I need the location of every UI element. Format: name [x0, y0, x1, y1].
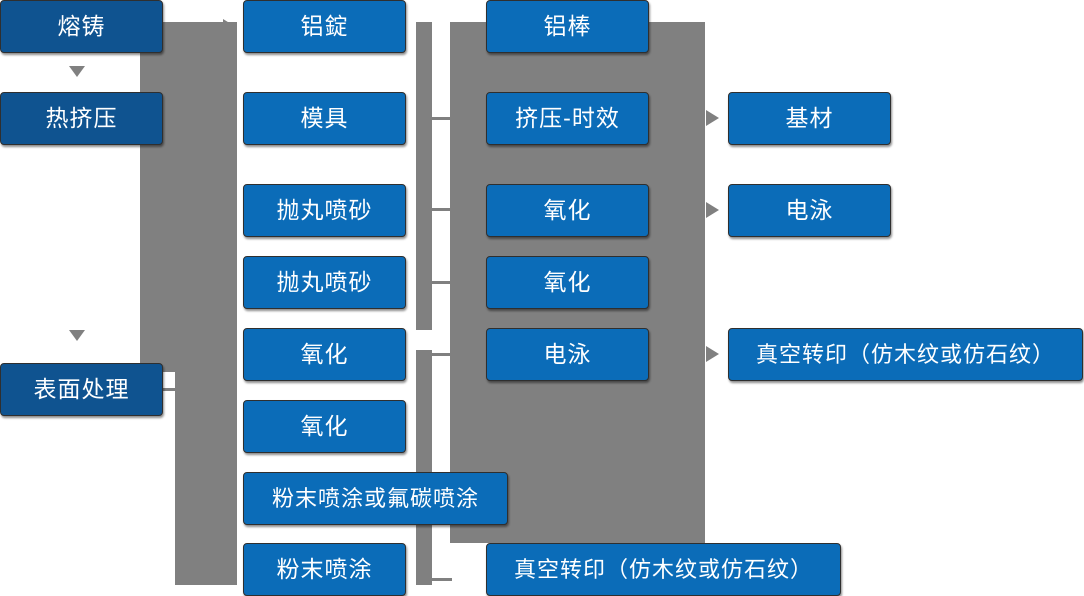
stage-node-melt-cast[interactable]: 熔铸: [0, 0, 163, 53]
output-node-substrate[interactable]: 基材: [728, 92, 891, 145]
process-node-oxidation-1[interactable]: 氧化: [486, 184, 649, 237]
connector-arrow-step-2: [223, 110, 236, 126]
connector-arrow-step-4: [223, 274, 236, 290]
output-node-electrophoresis[interactable]: 电泳: [728, 184, 891, 237]
step-node-shot-blast-1[interactable]: 抛丸喷砂: [243, 184, 406, 237]
stage-node-surface-treatment[interactable]: 表面处理: [0, 363, 163, 416]
connector-arrow-down-melt: [69, 66, 85, 77]
connector-arrow-step-8: [223, 562, 236, 578]
connector-tick-2: [432, 208, 452, 211]
step-node-die[interactable]: 模具: [243, 92, 406, 145]
process-node-aluminum-bar[interactable]: 铝棒: [486, 0, 649, 53]
connector-tick-5: [432, 578, 452, 581]
step-node-ingot[interactable]: 铝錠: [243, 0, 406, 53]
connector-arrow-down-extrude: [69, 330, 85, 341]
connector-surface-stub: [163, 388, 185, 391]
connector-tick-3: [432, 281, 452, 284]
process-node-oxidation-2[interactable]: 氧化: [486, 256, 649, 309]
connector-step-rail-upper: [416, 22, 432, 330]
output-node-vacuum-transfer[interactable]: 真空转印（仿木纹或仿石纹）: [728, 328, 1083, 381]
step-node-shot-blast-2[interactable]: 抛丸喷砂: [243, 256, 406, 309]
connector-arrow-step-7: [223, 490, 236, 506]
stage-node-hot-extrude[interactable]: 热挤压: [0, 92, 163, 145]
connector-arrow-step-1: [223, 19, 236, 35]
connector-arrow-step-3: [223, 202, 236, 218]
connector-arrow-output-2: [706, 202, 719, 218]
connector-arrow-output-3: [706, 346, 719, 362]
connector-step-rail-lower: [416, 350, 432, 585]
connector-arrow-step-5: [223, 346, 236, 362]
connector-arrow-output-1: [706, 110, 719, 126]
connector-tick-1: [432, 117, 452, 120]
process-node-electrophoresis[interactable]: 电泳: [486, 328, 649, 381]
process-node-extrude-age[interactable]: 挤压-时效: [486, 92, 649, 145]
connector-arrow-step-6: [223, 418, 236, 434]
step-node-oxidation-2[interactable]: 氧化: [243, 400, 406, 453]
connector-left-trunk-upper: [140, 22, 237, 372]
connector-tick-4: [432, 353, 452, 356]
connector-left-trunk-lower: [175, 370, 237, 585]
process-node-vacuum-transfer[interactable]: 真空转印（仿木纹或仿石纹）: [486, 543, 841, 596]
step-node-powder-or-pvdf-coating[interactable]: 粉末喷涂或氟碳喷涂: [243, 472, 508, 525]
step-node-oxidation-1[interactable]: 氧化: [243, 328, 406, 381]
step-node-powder-coating[interactable]: 粉末喷涂: [243, 543, 406, 596]
